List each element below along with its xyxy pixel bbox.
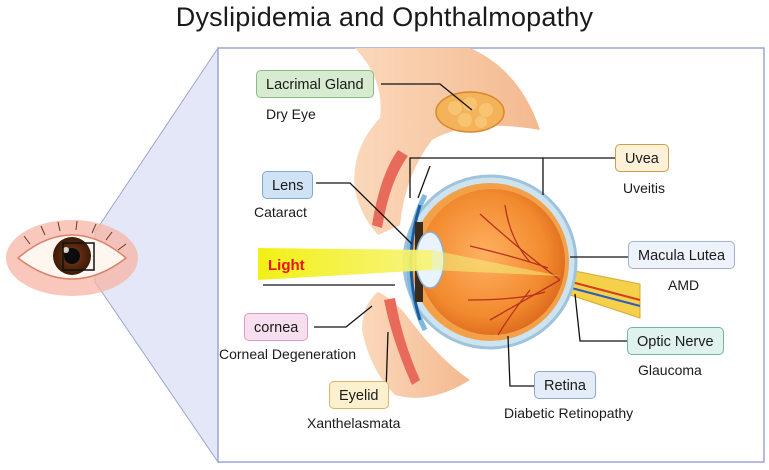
caption-corneal-degeneration: Corneal Degeneration (219, 346, 356, 362)
tag-retina: Retina (534, 371, 596, 399)
caption-diabetic-retinopathy: Diabetic Retinopathy (504, 405, 634, 421)
caption-amd: AMD (668, 277, 700, 293)
upper-lid-muscle (372, 150, 408, 228)
tag-cornea: cornea (244, 313, 309, 341)
light-beam (258, 248, 432, 280)
caption-glaucoma: Glaucoma (638, 362, 702, 378)
lacrimal-gland-shape (435, 91, 505, 133)
lower-lid-muscle (384, 298, 420, 385)
tag-eyelid: Eyelid (329, 381, 389, 409)
caption-dry-eye: Dry Eye (266, 106, 316, 122)
tag-lacrimal-gland: Lacrimal Gland (256, 70, 374, 98)
upper-eyelid-tissue (354, 48, 540, 235)
caption-xanthelasmata: Xanthelasmata (307, 415, 401, 431)
caption-uveitis: Uveitis (623, 180, 666, 196)
tag-optic-nerve: Optic Nerve (627, 327, 724, 355)
light-label: Light (268, 257, 305, 274)
caption-cataract: Cataract (254, 204, 307, 220)
tag-uvea: Uvea (615, 144, 669, 172)
diagram-title: Dyslipidemia and Ophthalmopathy (175, 2, 594, 32)
tag-lens: Lens (262, 171, 314, 199)
tag-macula-lutea: Macula Lutea (628, 241, 736, 269)
external-eye-icon (6, 220, 138, 296)
